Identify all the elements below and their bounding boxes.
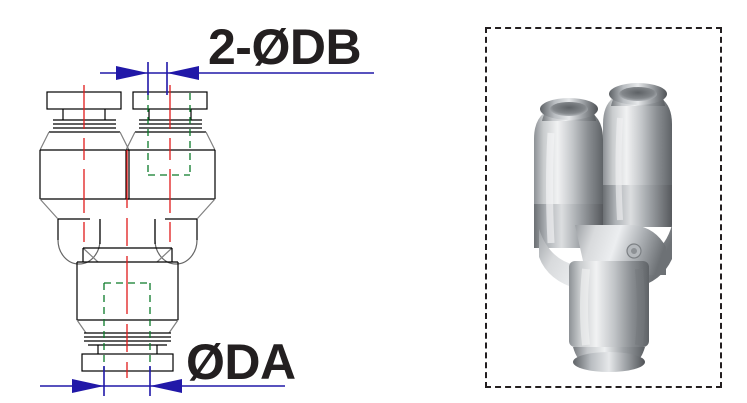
photo-left-barrel xyxy=(534,113,603,209)
body-crotch-shade xyxy=(82,247,173,263)
db-arrowhead-right xyxy=(167,66,199,80)
photo-lower-shadow xyxy=(635,268,645,346)
da-arrowhead-right xyxy=(150,379,182,393)
right-port-cap-neck xyxy=(148,109,192,120)
body-lower-shoulder xyxy=(82,247,173,262)
hidden-bore-lower-port xyxy=(103,282,151,371)
product-photo xyxy=(534,83,672,372)
photo-lower-barrel xyxy=(569,261,649,347)
product-photo-frame xyxy=(485,27,722,388)
photo-left-bore xyxy=(550,102,588,116)
photo-body-boss-center xyxy=(631,248,637,254)
cad-cross-section-drawing xyxy=(39,62,374,396)
photo-lower-rim xyxy=(573,352,645,372)
body-right-arm xyxy=(165,218,198,240)
dimension-da xyxy=(40,366,285,396)
photo-left-highlight xyxy=(546,132,555,244)
photo-right-upper-port xyxy=(603,83,672,227)
body-outer-taper xyxy=(39,198,216,220)
lower-port-cap-neck xyxy=(97,345,158,354)
left-port-cap-neck xyxy=(62,109,106,120)
dimension-label-da: ØDA xyxy=(186,334,296,390)
lower-port-taper xyxy=(76,319,179,334)
hidden-lines xyxy=(103,93,191,371)
dimension-db xyxy=(100,62,374,95)
body-left-arm xyxy=(57,218,90,240)
right-port-shoulder xyxy=(125,131,216,151)
centerlines xyxy=(83,85,171,378)
body-crotch xyxy=(99,219,156,244)
dimension-label-db: 2-ØDB xyxy=(208,19,362,75)
da-arrowhead-left xyxy=(72,379,104,393)
cad-drawing-pane: 2-ØDB ØDA xyxy=(39,19,374,396)
body-left-arm-round xyxy=(57,219,101,265)
photo-right-highlight xyxy=(615,117,623,221)
photo-lower-port xyxy=(569,261,649,372)
photo-right-bore xyxy=(619,87,657,101)
photo-body-web xyxy=(575,225,666,293)
body-right-arm-round xyxy=(154,219,198,265)
photo-lower-highlight xyxy=(580,268,590,346)
photo-right-barrel-lower xyxy=(603,185,672,227)
hidden-bore-right-port xyxy=(147,93,191,176)
db-arrowhead-left xyxy=(116,66,148,80)
photo-right-barrel xyxy=(603,98,672,190)
photo-left-upper-port xyxy=(534,98,603,248)
y-body xyxy=(39,198,216,265)
